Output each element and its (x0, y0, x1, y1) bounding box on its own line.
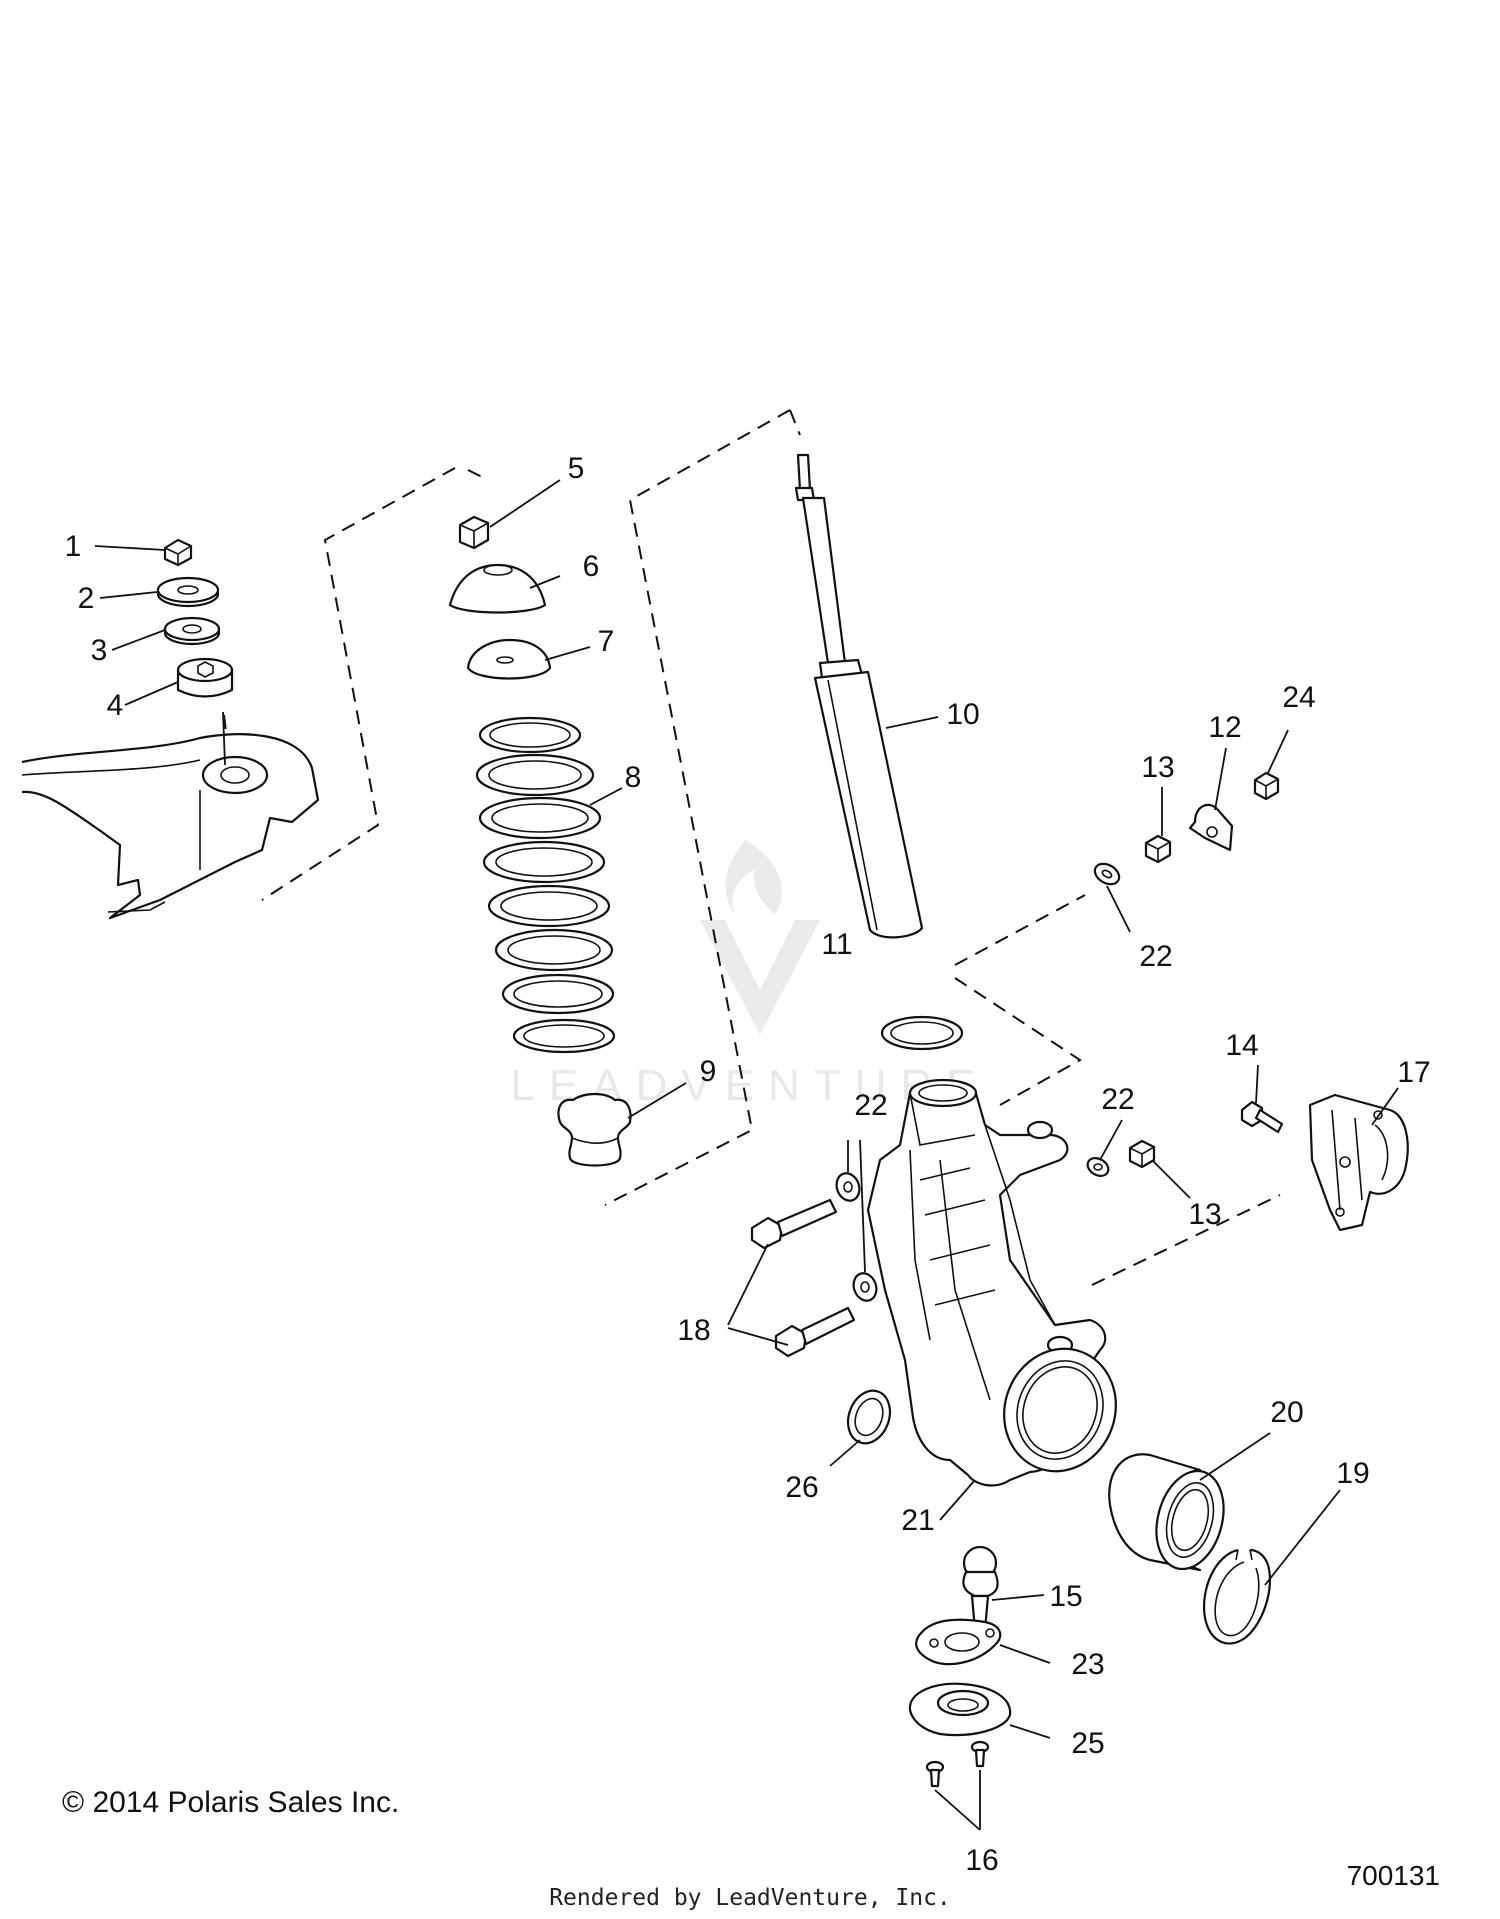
callout-9: 9 (700, 1055, 717, 1088)
part-1-nut (163, 538, 193, 567)
copyright-notice: © 2014 Polaris Sales Inc. (62, 1786, 399, 1820)
callout-4: 4 (107, 689, 124, 722)
part-25-dust-boot (908, 1682, 1012, 1737)
part-6-spring-seat (448, 563, 547, 614)
part-5-nut (458, 515, 490, 550)
dashed-group-lines (223, 409, 1281, 1286)
callout-19: 19 (1336, 1457, 1369, 1490)
callout-21: 21 (901, 1504, 934, 1537)
part-22-washer-left-lower (852, 1272, 878, 1302)
callout-13-lower: 13 (1188, 1198, 1221, 1231)
copyright-text: 2014 Polaris Sales Inc. (92, 1786, 400, 1819)
part-10-shock-absorber (794, 453, 924, 939)
callout-17: 17 (1397, 1056, 1430, 1089)
callout-6: 6 (583, 550, 600, 583)
callout-14: 14 (1225, 1029, 1258, 1062)
callout-20: 20 (1270, 1396, 1303, 1429)
upper-control-arm (21, 733, 320, 920)
diagram-code: 700131 (1346, 1860, 1440, 1891)
callout-leaders (94, 479, 1399, 1831)
part-8-coil-spring (475, 716, 616, 1054)
callout-23: 23 (1071, 1648, 1104, 1681)
callout-16: 16 (965, 1844, 998, 1877)
part-22-washer-upper (1093, 862, 1121, 886)
part-22-washer-left-upper (835, 1172, 861, 1202)
part-13-nut-upper (1144, 834, 1172, 864)
callout-22-upper: 22 (1139, 940, 1172, 973)
part-11-seal-ring (880, 1015, 964, 1051)
part-2-washer (156, 576, 220, 608)
callout-2: 2 (78, 582, 95, 615)
callout-22-right: 22 (1101, 1083, 1134, 1116)
watermark-logo: LEADVENTURE (510, 840, 976, 1110)
part-18-bolt-upper (750, 1198, 838, 1250)
part-16-rivet-right (970, 1740, 990, 1768)
part-20-wheel-bearing (1108, 1453, 1225, 1572)
callout-labels: 1 2 3 4 5 6 7 8 9 10 11 12 13 13 14 15 1… (65, 452, 1431, 1877)
part-23-retainer-plate (915, 1618, 1002, 1666)
callout-3: 3 (91, 634, 108, 667)
part-22-washer-right (1086, 1157, 1110, 1177)
part-3-washer (163, 616, 221, 646)
part-24-nut (1253, 771, 1280, 801)
callout-5: 5 (568, 452, 585, 485)
part-7-spring-seat (466, 638, 552, 680)
part-15-ball-joint (962, 1545, 999, 1632)
callout-10: 10 (946, 698, 979, 731)
callout-13-upper: 13 (1141, 751, 1174, 784)
callout-15: 15 (1049, 1580, 1082, 1613)
part-16-rivet-left (925, 1760, 945, 1788)
callout-12: 12 (1208, 711, 1241, 744)
callout-18: 18 (677, 1314, 710, 1347)
callout-22-left: 22 (854, 1089, 887, 1122)
part-12-clip (1188, 803, 1234, 852)
part-4-bushing (176, 657, 234, 698)
callout-7: 7 (598, 625, 615, 658)
callout-1: 1 (65, 530, 82, 563)
part-21-steering-knuckle (866, 1078, 1117, 1487)
part-14-bolt (1240, 1100, 1284, 1134)
callout-26: 26 (785, 1471, 818, 1504)
render-credit: Rendered by LeadVenture, Inc. (549, 1885, 951, 1911)
part-17-brake-caliper (1308, 1093, 1409, 1232)
part-9-bump-stop (557, 1092, 632, 1167)
part-26-seal (846, 1389, 892, 1445)
part-13-nut-lower (1128, 1139, 1156, 1169)
callout-24: 24 (1282, 681, 1315, 714)
copyright-symbol: © (62, 1786, 85, 1819)
part-19-snap-ring (1202, 1548, 1272, 1645)
callout-8: 8 (625, 761, 642, 794)
part-18-bolt-lower (774, 1306, 856, 1358)
callout-11: 11 (821, 928, 852, 961)
callout-25: 25 (1071, 1727, 1104, 1760)
